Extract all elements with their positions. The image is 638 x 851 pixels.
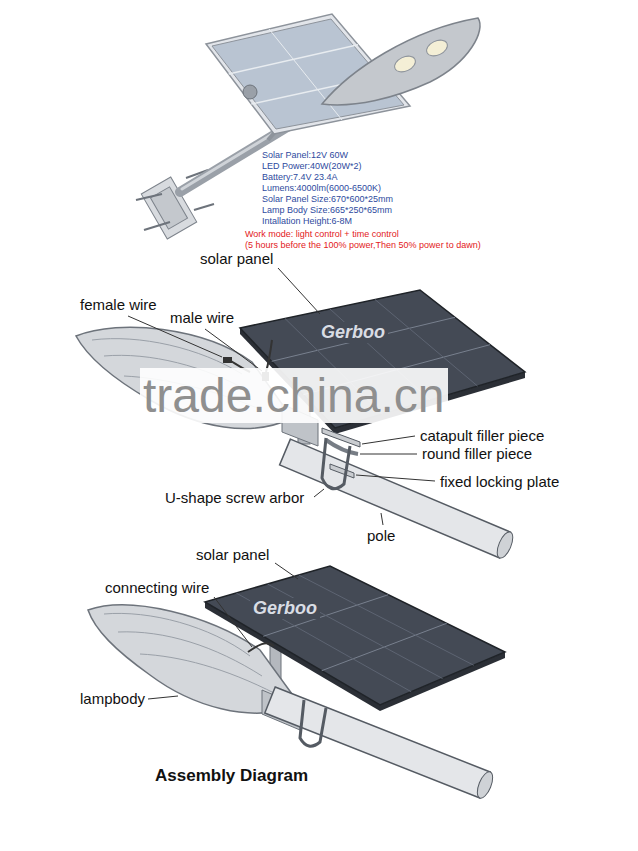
part-label: U-shape screw arbor [165,489,304,506]
leader-line [314,489,324,497]
brand-watermark: Gerboo [250,598,320,619]
lamp-head [322,18,480,105]
part-label: round filler piece [422,445,532,462]
lamp-rib [104,613,250,656]
lamp-rib [140,654,276,694]
leader-line [214,597,252,647]
round-filler-piece [326,440,358,454]
lamp-rib [118,632,262,676]
part-label: lampbody [80,690,145,707]
work-mode-note: (5 hours before the 100% power,Then 50% … [245,240,481,250]
leader-line [362,436,415,444]
part-label: pole [367,527,395,544]
wire-plug [223,357,232,363]
diagram-title: Assembly Diagram [155,766,308,786]
brand-watermark: Gerboo [318,322,388,343]
work-mode-note: Work mode: light control + time control [245,229,399,239]
catapult-filler-piece [322,428,360,447]
spec-text: Lumens:4000lm(6000-6500K) [262,183,381,193]
clamp-screw [136,194,162,200]
cell-gap [272,317,455,361]
site-watermark: trade.china.cn [140,368,448,423]
u-bolt [300,700,326,746]
part-label: fixed locking plate [440,473,559,490]
spec-text: LED Power:40W(20W*2) [262,161,362,171]
part-label: solar panel [200,250,273,267]
leader-line [381,513,383,525]
fixed-locking-plate [330,464,354,478]
leader-line [278,268,320,314]
leader-line [148,696,178,699]
led-chip [424,37,450,59]
junction-box [243,85,257,99]
assembled-view [88,563,505,800]
spec-text: Intallation Height:6-8M [262,216,352,226]
spec-text: Solar Panel:12V 60W [262,150,348,160]
part-label: solar panel [196,546,269,563]
cell-gap [269,29,342,120]
part-label: male wire [170,309,234,326]
part-label: female wire [80,296,157,313]
led-chip [392,53,418,75]
part-label: catapult filler piece [420,427,544,444]
leader-line [275,563,298,579]
spec-text: Solar Panel Size:670*600*25mm [262,194,393,204]
u-bolt [322,438,350,489]
cell-gap [299,575,474,665]
leader-line [360,454,417,455]
spec-text: Lamp Body Size:665*250*65mm [262,205,392,215]
pole-end [494,530,516,560]
exploded-view [76,268,525,560]
leader-line [205,329,262,371]
clamp-screw [144,222,170,230]
connecting-wire [248,643,274,652]
leader-line [356,475,435,481]
pole-end [474,770,496,800]
part-label: connecting wire [105,579,209,596]
clamp-screw [194,204,214,210]
top-product-view [136,14,480,239]
spec-text: Battery:7.4V 23.4A [262,172,338,182]
